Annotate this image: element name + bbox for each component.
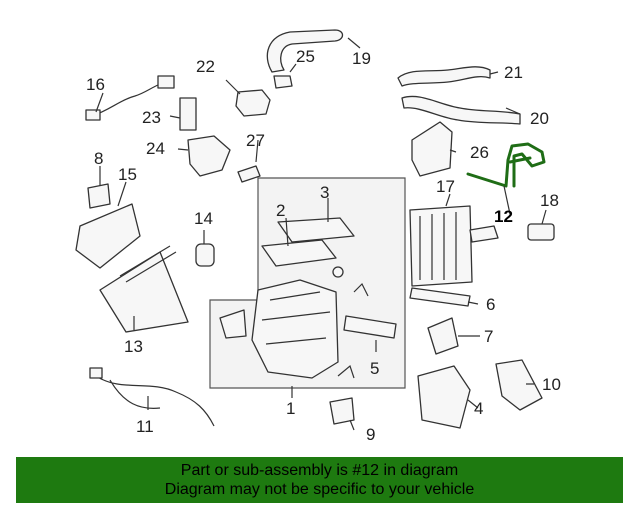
label-part-16: 16 [86, 75, 105, 94]
bracket-23 [179, 97, 197, 131]
label-part-2: 2 [276, 201, 285, 220]
label-part-18: 18 [540, 191, 559, 210]
valve-22 [235, 89, 271, 117]
label-part-11: 11 [136, 417, 154, 436]
label-part-15: 15 [118, 165, 137, 184]
label-part-14: 14 [194, 209, 213, 228]
valve-assembly-26 [411, 121, 453, 177]
hose-21 [397, 66, 491, 87]
evaporator-17 [409, 205, 473, 287]
label-part-5: 5 [370, 359, 379, 378]
case-4 [417, 365, 471, 429]
label-part-4: 4 [474, 399, 483, 418]
hose-19 [266, 29, 344, 73]
parts-diagram: 19 25 22 16 23 24 27 8 15 14 3 2 13 1 5 … [75, 29, 561, 444]
highlighted-part-12 [466, 142, 546, 188]
clip-9 [329, 397, 355, 425]
label-part-26: 26 [470, 143, 489, 162]
case-15 [75, 203, 141, 269]
label-part-3: 3 [320, 183, 329, 202]
hvac-housing-1 [251, 279, 339, 379]
label-part-7: 7 [484, 327, 493, 346]
evaporator-pipe [469, 225, 499, 243]
heater-core-13 [99, 251, 189, 333]
connector-16b [157, 75, 175, 89]
label-part-6: 6 [486, 295, 495, 314]
label-part-1: 1 [286, 399, 295, 418]
label-part-8: 8 [94, 149, 103, 168]
actuator-24 [187, 135, 231, 177]
fitting-1 [332, 266, 344, 278]
filter-2 [261, 239, 337, 267]
label-part-12: 12 [494, 207, 513, 226]
label-part-20: 20 [530, 109, 549, 128]
bracket-7 [427, 317, 459, 355]
fitting-25 [273, 75, 293, 89]
seal-6 [409, 287, 471, 307]
label-part-25: 25 [296, 47, 315, 66]
label-part-17: 17 [436, 177, 455, 196]
hose-20 [401, 95, 521, 125]
evaporator-fins [419, 212, 457, 280]
leader-lines [95, 37, 547, 431]
label-part-13: 13 [124, 337, 143, 356]
housing-detail [261, 291, 331, 345]
duct-5 [343, 315, 397, 339]
info-banner: Part or sub-assembly is #12 in diagram D… [16, 457, 623, 503]
banner-line-2: Diagram may not be specific to your vehi… [164, 481, 475, 498]
label-part-9: 9 [366, 425, 375, 444]
label-part-27: 27 [246, 131, 265, 150]
bracket-1a [219, 309, 247, 339]
heater-pipes-13 [119, 245, 177, 283]
highlighted-part-12-connector [508, 156, 532, 164]
bracket-8 [87, 183, 111, 209]
connector-16 [85, 109, 101, 121]
label-part-19: 19 [352, 49, 371, 68]
seal-18 [527, 223, 555, 241]
label-part-23: 23 [142, 108, 161, 127]
clip-1 [337, 282, 369, 379]
harness-11-connector [89, 367, 103, 379]
label-part-21: 21 [504, 63, 523, 82]
label-part-24: 24 [146, 139, 165, 158]
harness-11 [95, 375, 215, 427]
label-part-22: 22 [196, 57, 215, 76]
grommet-14 [195, 243, 215, 267]
sensor-27 [237, 165, 261, 183]
banner-line-1: Part or sub-assembly is #12 in diagram [180, 462, 459, 479]
duct-10 [495, 359, 543, 411]
label-part-10: 10 [542, 375, 561, 394]
